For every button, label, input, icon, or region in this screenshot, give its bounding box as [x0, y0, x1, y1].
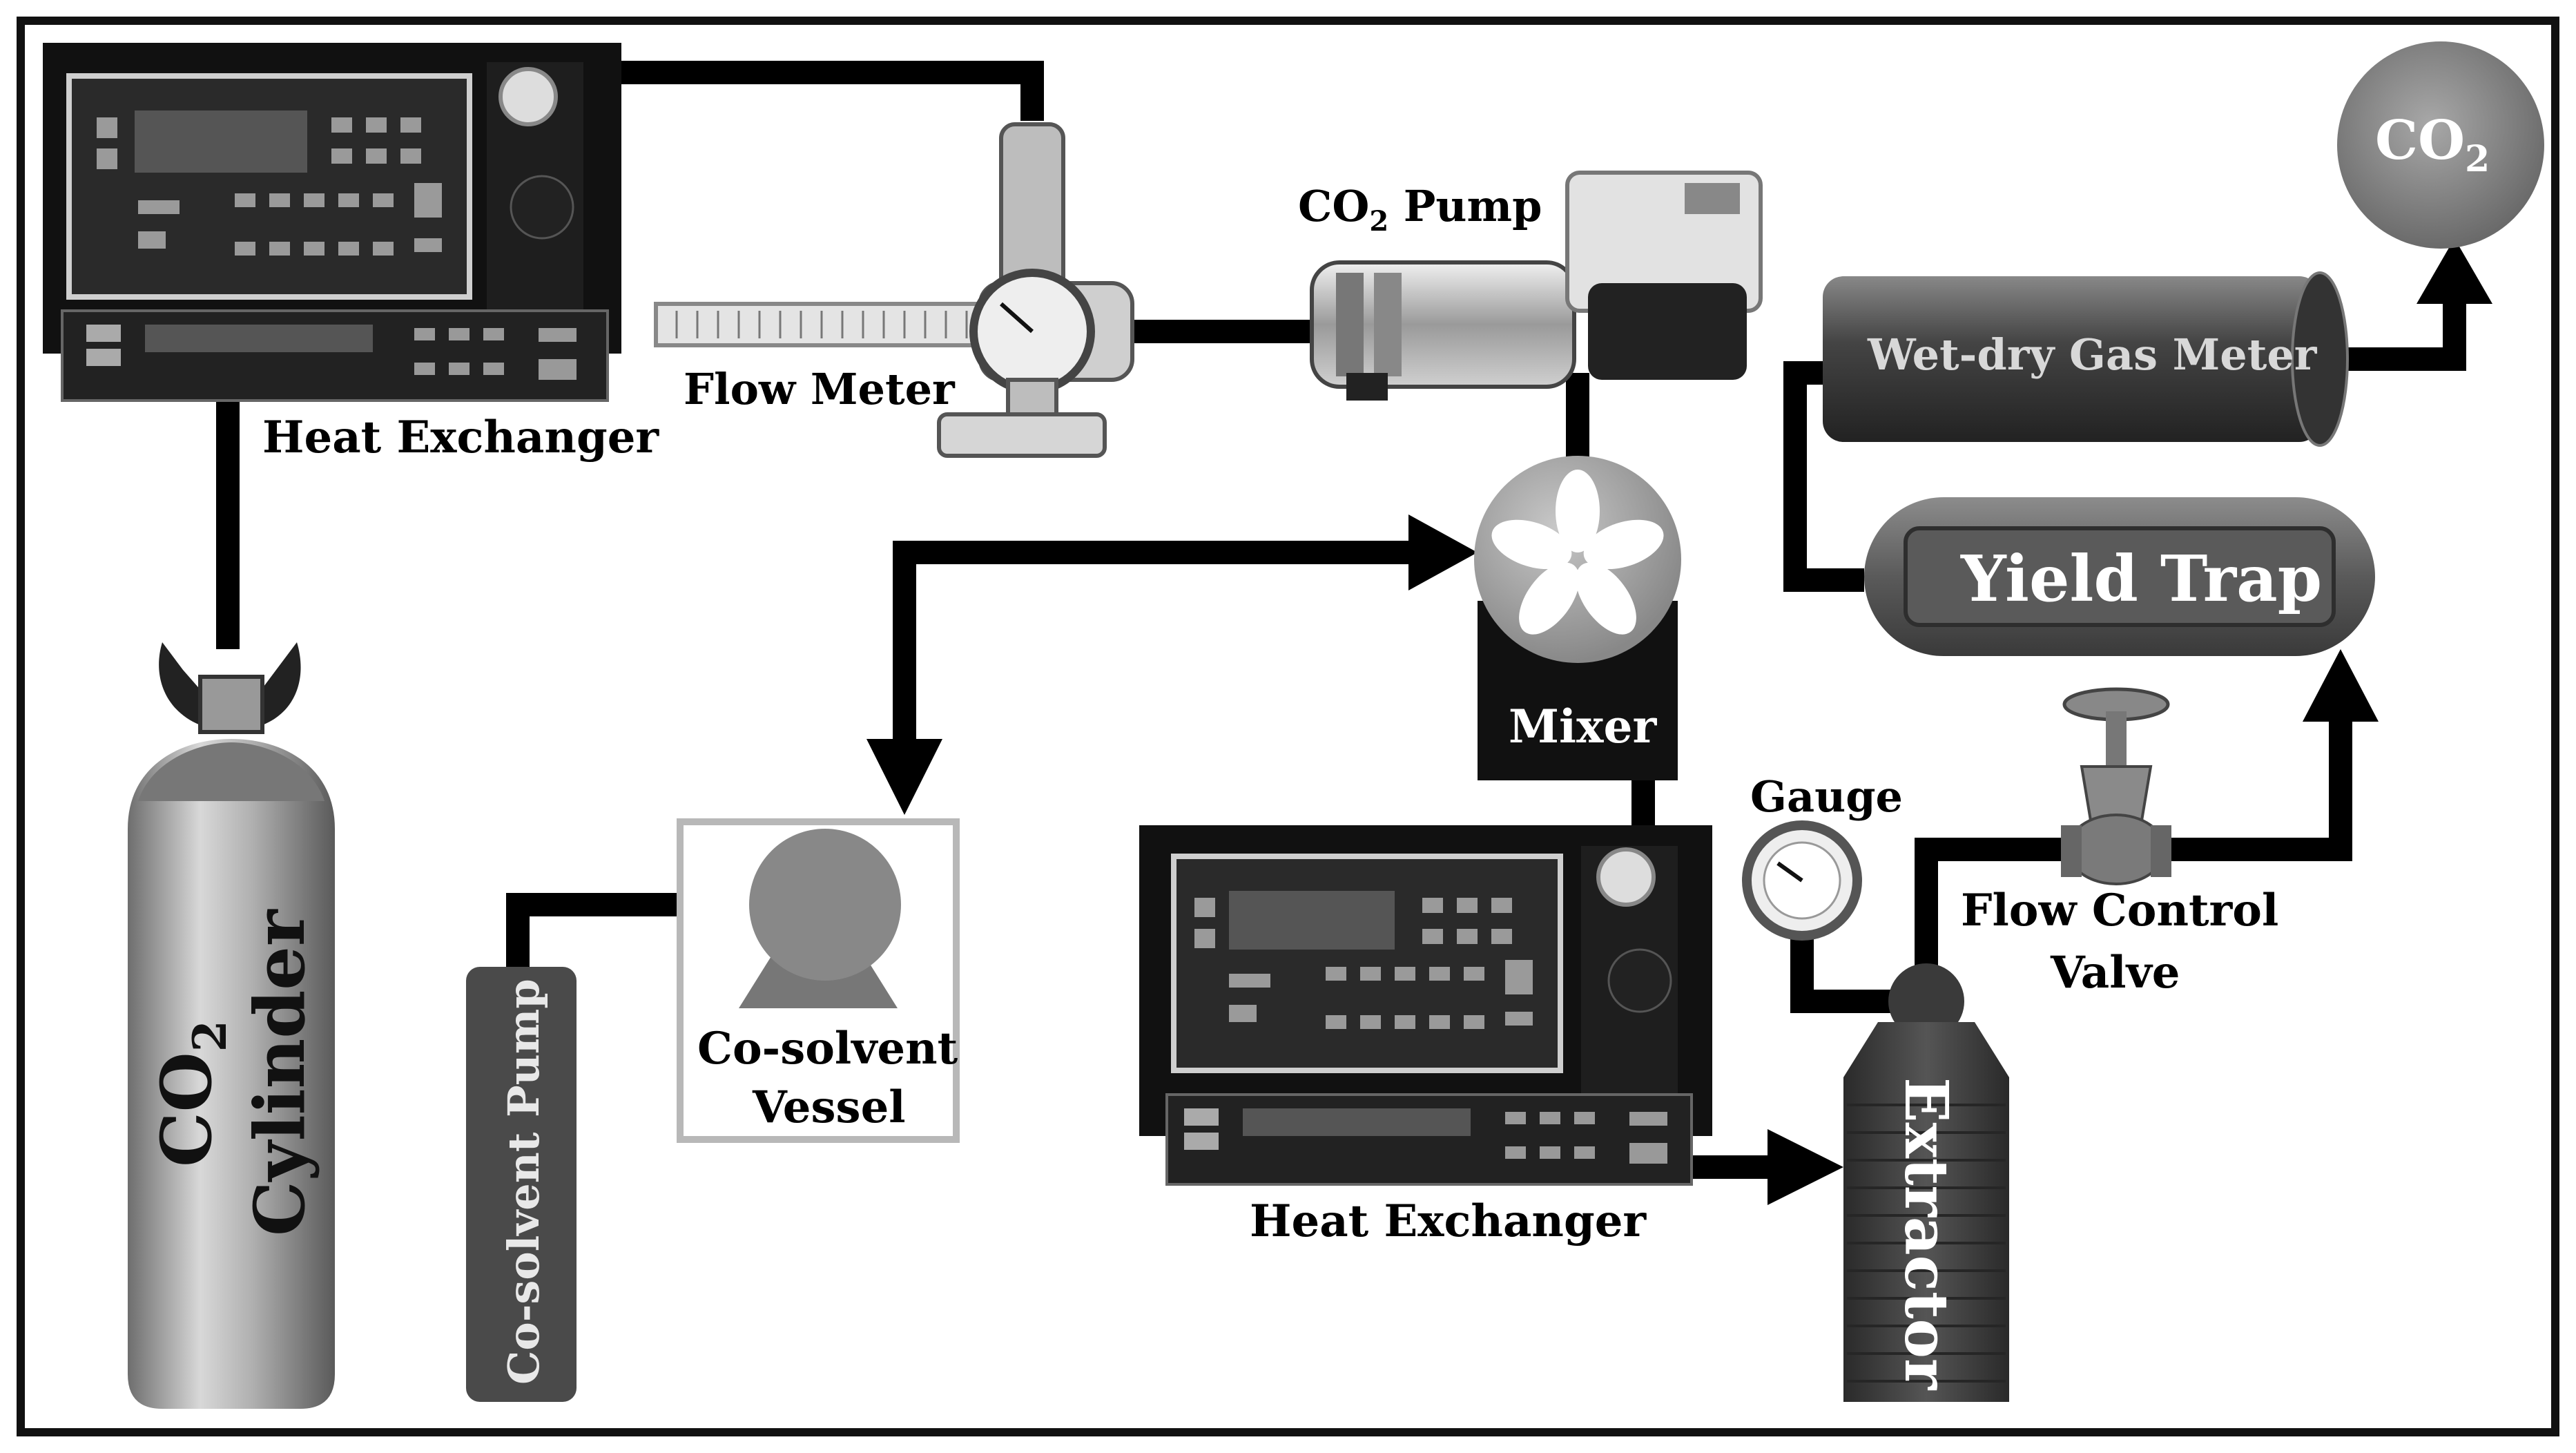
- co-solvent-vessel-label-2: Vessel: [752, 1081, 906, 1133]
- pipe-gauge-extractor: [1790, 925, 1906, 1013]
- co2-pump-label-pump: Pump: [1388, 181, 1542, 231]
- flow-control-valve-label-1: Flow Control: [1961, 885, 2278, 936]
- cylinder-label-sub: 2: [183, 1020, 237, 1052]
- wet-dry-gas-meter-label: Wet-dry Gas Meter: [1867, 329, 2318, 380]
- yield-trap: Yield Trap: [1864, 497, 2375, 656]
- pipe-yield-trap-gas-meter: [1783, 361, 1864, 592]
- flow-meter: Flow Meter: [654, 122, 1134, 458]
- co2-pump-label: CO2 Pump: [1298, 181, 1542, 238]
- heat-exchanger-top: Heat Exchanger: [43, 43, 659, 463]
- co-solvent-pump-label: Co-solvent Pump: [498, 979, 549, 1385]
- wet-dry-gas-meter: Wet-dry Gas Meter: [1823, 271, 2349, 447]
- arrow-to-mixer: [1408, 514, 1478, 590]
- pipe-heat-exchanger-flow-meter: [608, 61, 1044, 121]
- mixer-label: Mixer: [1509, 700, 1657, 753]
- flow-control-valve-label-2: Valve: [2050, 947, 2180, 999]
- mixer: Mixer: [1474, 456, 1681, 780]
- co2-output-label-sub: 2: [2465, 138, 2490, 180]
- mixer-blade-icon: [1491, 470, 1664, 635]
- pipe-gas-meter-co2: [2320, 290, 2466, 371]
- heat-exchanger-bottom: Heat Exchanger: [1139, 825, 1712, 1247]
- gauge: Gauge: [1742, 771, 1903, 941]
- flow-meter-label: Flow Meter: [684, 364, 956, 414]
- gauge-label: Gauge: [1750, 771, 1903, 822]
- yield-trap-label: Yield Trap: [1960, 541, 2322, 616]
- arrow-to-yield-trap: [2303, 649, 2379, 722]
- co2-output: CO2: [2337, 41, 2544, 249]
- co2-pump: CO2 Pump: [1298, 171, 1763, 401]
- co-solvent-vessel-label-1: Co-solvent: [697, 1023, 958, 1075]
- cylinder-label-co: CO: [146, 1052, 227, 1167]
- heat-exchanger-bottom-label: Heat Exchanger: [1250, 1195, 1647, 1247]
- co2-cylinder: CO2 Cylinder: [128, 642, 335, 1409]
- cylinder-label-co2: CO2: [146, 1020, 237, 1167]
- cylinder-label-word: Cylinder: [239, 909, 320, 1236]
- arrow-to-extractor: [1768, 1129, 1843, 1205]
- extractor-label: Extractor: [1891, 1077, 1961, 1391]
- flow-control-valve: Flow Control Valve: [1961, 687, 2278, 999]
- co-solvent-pump: Co-solvent Pump: [466, 967, 577, 1402]
- pipe-mixer-vessel-loop: [893, 541, 1422, 739]
- co-solvent-vessel: Co-solvent Vessel: [677, 818, 960, 1143]
- arrow-to-vessel: [866, 739, 942, 815]
- co2-pump-label-co: CO: [1298, 181, 1369, 231]
- arrow-to-co2: [2417, 238, 2492, 304]
- co2-output-label: CO2: [2375, 109, 2490, 180]
- co2-output-label-co: CO: [2375, 109, 2465, 172]
- extractor: Extractor: [1843, 963, 2009, 1402]
- heat-exchanger-top-label: Heat Exchanger: [262, 412, 659, 463]
- co2-pump-label-sub: 2: [1369, 205, 1388, 238]
